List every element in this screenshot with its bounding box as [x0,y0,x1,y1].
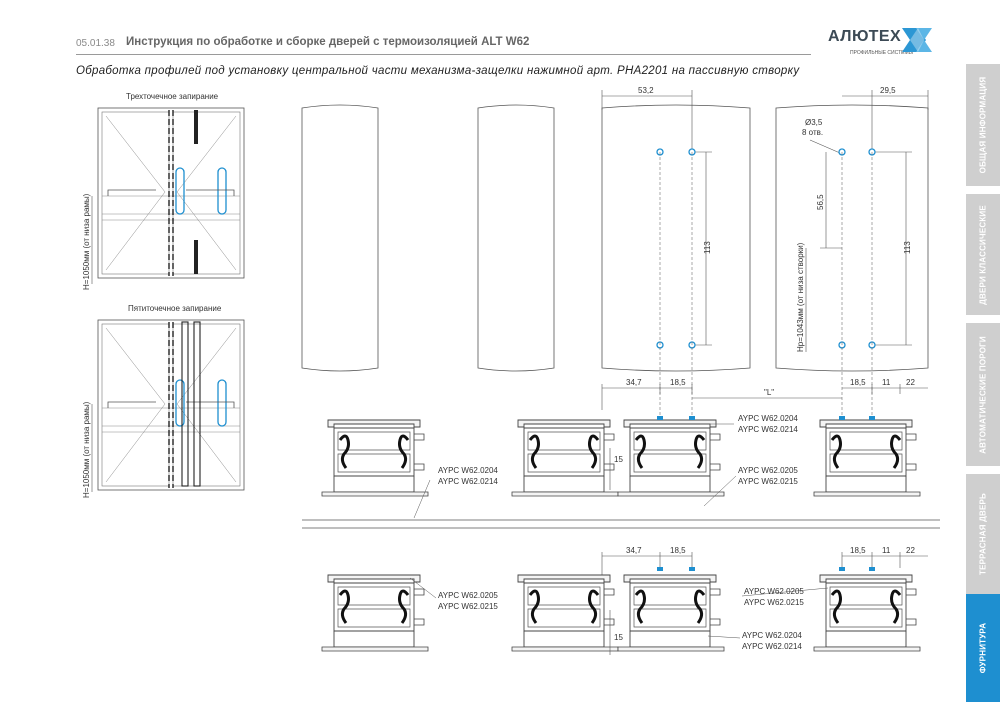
tab-label: ОБЩАЯ ИНФОРМАЦИЯ [978,76,988,174]
tab-label: ДВЕРИ КЛАССИЧЕСКИЕ [978,204,988,305]
tab-general-info[interactable]: ОБЩАЯ ИНФОРМАЦИЯ [966,64,1000,186]
page-code: 05.01.38 [76,38,115,49]
tab-fittings[interactable]: ФУРНИТУРА [966,594,1000,702]
door-diagram-three-point [97,107,245,279]
svg-text:H=1050мм (от низа рамы): H=1050мм (от низа рамы) [82,401,91,498]
dim-hp-label: Нр=1043мм (от низа створки) [796,242,805,352]
logo-tagline: ПРОФИЛЬНЫЕ СИСТЕМЫ [850,50,914,56]
dim-18-5-b: 18,5 [850,378,866,387]
tab-label: ФУРНИТУРА [978,622,988,674]
dim-18-5-d: 18,5 [850,546,866,555]
dim-15-a: 15 [614,455,623,464]
tab-terrace-door[interactable]: ТЕРРАСНАЯ ДВЕРЬ [966,474,1000,594]
dim-113-a: 113 [703,241,712,254]
dim-22-a: 22 [906,378,915,387]
height-label-top: H=1050мм (от низа рамы) [82,193,91,290]
technical-drawing: Трехточечное запирание H=1050мм (от низа… [82,86,940,655]
dim-11-a: 11 [882,378,891,387]
dim-18-5-a: 18,5 [670,378,686,387]
section-subtitle: Обработка профилей под установку централ… [76,65,800,77]
profile-strips [301,104,929,372]
dim-34-7-a: 34,7 [626,378,642,387]
label-lower-left-a: AYPC W62.0205 [438,591,498,600]
section-upper-2 [510,418,620,498]
section-lower-4 [812,573,922,653]
tab-classic-doors[interactable]: ДВЕРИ КЛАССИЧЕСКИЕ [966,194,1000,315]
label-lower-left-b: AYPC W62.0215 [438,602,498,611]
dim-L: "L" [764,388,774,397]
dim-18-5-c: 18,5 [670,546,686,555]
tab-automatic-thresholds[interactable]: АВТОМАТИЧЕСКИЕ ПОРОГИ [966,323,1000,466]
section-upper-1 [320,418,430,498]
dim-113-b: 113 [903,241,912,254]
logo-name: АЛЮТЕХ [828,28,902,45]
label-upper-left-a: AYPC W62.0204 [438,466,498,475]
label-upper-mid-b: AYPC W62.0215 [738,477,798,486]
label-lower-mid-a: AYPC W62.0204 [742,631,802,640]
label-upper-right-a: AYPC W62.0204 [738,414,798,423]
dim-22-b: 22 [906,546,915,555]
label-upper-mid-a: AYPC W62.0205 [738,466,798,475]
dim-29-5: 29,5 [880,86,896,95]
section-upper-4 [812,418,922,498]
dim-56-5: 56,5 [816,194,825,210]
label-upper-right-b: AYPC W62.0214 [738,425,798,434]
section-lower-3 [616,573,726,653]
dim-11-b: 11 [882,546,891,555]
svg-text:H=1050мм (от низа рамы): H=1050мм (от низа рамы) [82,193,91,290]
section-lower-1 [320,573,430,653]
brand-logo: АЛЮТЕХ ПРОФИЛЬНЫЕ СИСТЕМЫ [828,26,938,62]
height-label-bottom: H=1050мм (от низа рамы) [82,401,91,498]
diagram-title-three-point: Трехточечное запирание [126,92,219,101]
drill-holes [656,148,876,349]
dim-15-b: 15 [614,633,623,642]
section-upper-3 [616,418,726,498]
dim-hole-diameter: Ø3,5 [805,118,823,127]
label-lower-right-b: AYPC W62.0215 [744,598,804,607]
header: 05.01.38 Инструкция по обработке и сборк… [76,30,811,55]
logo-mark-icon [902,28,932,52]
dim-hole-count: 8 отв. [802,128,823,137]
label-lower-mid-b: AYPC W62.0214 [742,642,802,651]
label-upper-left-b: AYPC W62.0214 [438,477,498,486]
tab-label: ТЕРРАСНАЯ ДВЕРЬ [978,493,988,575]
dim-53-2: 53,2 [638,86,654,95]
dim-34-7-b: 34,7 [626,546,642,555]
door-diagram-five-point [97,319,245,491]
section-lower-2 [510,573,620,653]
diagram-title-five-point: Пятиточечное запирание [128,304,222,313]
label-lower-right-a: AYPC W62.0205 [744,587,804,596]
tab-label: АВТОМАТИЧЕСКИЕ ПОРОГИ [978,335,988,454]
document-title: Инструкция по обработке и сборке дверей … [126,36,530,48]
